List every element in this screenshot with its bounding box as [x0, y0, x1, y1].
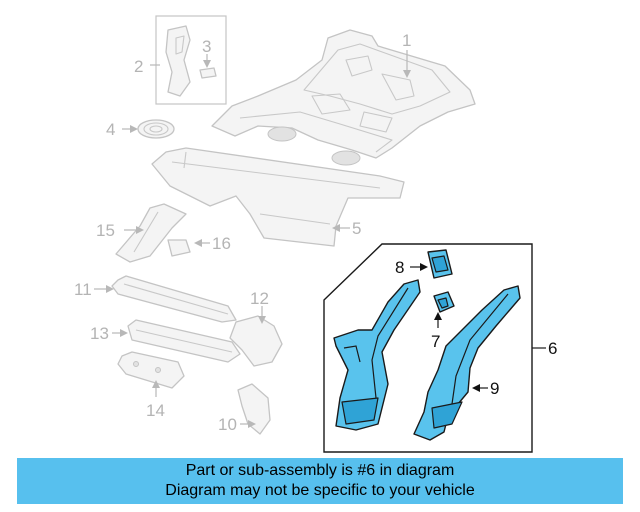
callout-12[interactable]: 12 — [250, 289, 269, 308]
callout-5[interactable]: 5 — [352, 219, 361, 238]
part-4-grommet[interactable] — [137, 119, 175, 139]
callout-6[interactable]: 6 — [548, 339, 557, 358]
info-banner: Part or sub-assembly is #6 in diagram Di… — [17, 458, 623, 504]
part-14-pad[interactable] — [117, 351, 185, 389]
callout-11[interactable]: 11 — [74, 280, 92, 299]
banner-line-1: Part or sub-assembly is #6 in diagram — [185, 462, 455, 479]
part-16-bracket[interactable] — [167, 239, 191, 257]
subassembly-6-box — [323, 243, 546, 453]
ghost-leader-lines — [94, 50, 411, 428]
callout-2[interactable]: 2 — [134, 57, 143, 76]
callout-1[interactable]: 1 — [402, 31, 411, 50]
callout-13[interactable]: 13 — [90, 324, 109, 343]
part-13-reinforcement[interactable] — [127, 319, 241, 363]
callout-9[interactable]: 9 — [490, 379, 499, 398]
callout-14[interactable]: 14 — [146, 401, 165, 420]
part-8-bracket[interactable] — [427, 249, 453, 279]
subassembly-leader-lines — [410, 263, 488, 392]
part-7-bracket[interactable] — [433, 291, 455, 313]
part-11-sill[interactable] — [111, 275, 237, 323]
part-6-left-rail[interactable] — [333, 279, 421, 431]
part-2-3-inset — [155, 15, 227, 105]
part-1-rear-floor-pan[interactable] — [211, 29, 476, 166]
part-15-rail[interactable] — [115, 203, 187, 263]
callout-16[interactable]: 16 — [212, 234, 231, 253]
banner-line-2: Diagram may not be specific to your vehi… — [165, 482, 475, 499]
part-2-bracket[interactable] — [165, 25, 191, 97]
callout-3[interactable]: 3 — [202, 37, 211, 56]
part-5-crossmember[interactable] — [151, 147, 405, 247]
part-6-right-rail[interactable] — [413, 285, 521, 441]
callout-10[interactable]: 10 — [218, 415, 237, 434]
callout-7[interactable]: 7 — [431, 332, 440, 351]
part-12-extension[interactable] — [229, 315, 283, 367]
callout-15[interactable]: 15 — [96, 221, 115, 240]
part-10-gusset[interactable] — [237, 383, 271, 435]
part-3-clip[interactable] — [199, 67, 217, 79]
callout-8[interactable]: 8 — [395, 258, 404, 277]
callout-4[interactable]: 4 — [106, 120, 115, 139]
